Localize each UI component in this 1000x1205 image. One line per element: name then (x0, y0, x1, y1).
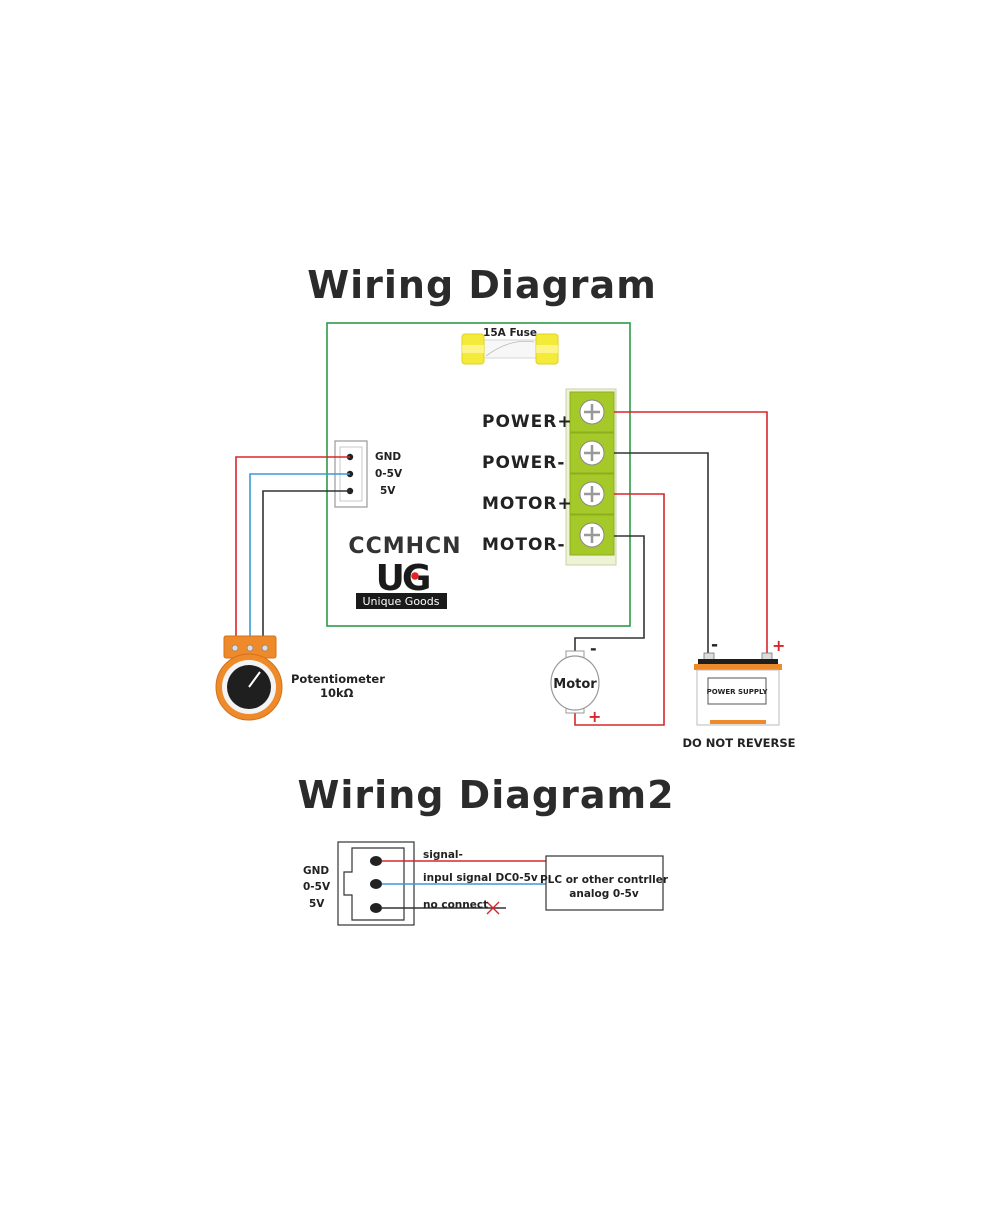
wire-power-minus (614, 452, 709, 660)
pin2-0-5v: 0-5V (303, 881, 331, 893)
connector-pin-gnd: GND (375, 451, 401, 463)
pin2-gnd: GND (303, 865, 329, 877)
logo-mark: UG (376, 558, 429, 599)
motor-plus-sign: + (588, 707, 601, 726)
fuse: 15A Fuse (461, 327, 559, 365)
screw-icon (579, 399, 605, 425)
wire2-label-input-signal: inpul signal DC0-5v (423, 872, 538, 884)
wire2-label-no-connect: no connect (423, 899, 488, 911)
wire2-label-signal-minus: signal- (423, 849, 463, 861)
potentiometer (215, 635, 283, 721)
wire-red-gnd (235, 456, 350, 636)
plc-label-line1: PLC or other contrller (540, 874, 669, 886)
no-connect-x-icon (486, 901, 500, 915)
ug-logo: UG Unique Goods (356, 558, 447, 609)
battery-minus-sign: - (711, 635, 718, 655)
motor (550, 650, 600, 714)
brand-name: CCMHCN (348, 534, 461, 559)
terminal-label-power-plus: POWER+ (482, 412, 573, 432)
fuse-label: 15A Fuse (483, 327, 537, 339)
wire-blue-signal (249, 473, 350, 636)
terminal-label-motor-minus: MOTOR- (482, 535, 566, 555)
diagram2-title: Wiring Diagram2 (297, 773, 674, 817)
motor-minus-sign: - (590, 639, 597, 658)
wire-motor-plus (574, 493, 665, 726)
screw-icon (579, 481, 605, 507)
wire-power-plus (614, 411, 768, 660)
connector-pin-5v: 5V (380, 485, 396, 497)
fuse-glass (481, 339, 539, 359)
potentiometer-label: Potentiometer (291, 672, 385, 686)
connector-pin-0-5v: 0-5V (375, 468, 403, 480)
potentiometer-value: 10kΩ (320, 686, 354, 700)
screw-icon (579, 522, 605, 548)
plc-controller-box (545, 855, 664, 911)
wire-black-5v (262, 490, 350, 636)
signal-connector (334, 440, 368, 508)
terminal-block (565, 388, 617, 566)
connector2 (337, 841, 415, 926)
logo-dot-icon (411, 572, 419, 580)
pin2-5v: 5V (309, 898, 325, 910)
logo-tagline: Unique Goods (363, 595, 440, 608)
do-not-reverse-warning: DO NOT REVERSE (682, 736, 795, 750)
power-supply-battery (694, 652, 782, 726)
terminal-label-power-minus: POWER- (482, 453, 565, 473)
battery-plus-sign: + (772, 636, 785, 655)
diagram1-title: Wiring Diagram (307, 263, 657, 307)
terminal-label-motor-plus: MOTOR+ (482, 494, 573, 514)
screw-icon (579, 440, 605, 466)
plc-label-line2: analog 0-5v (569, 888, 639, 900)
wire-motor-minus (574, 535, 645, 658)
motor-label: Motor (553, 677, 597, 692)
battery-label: POWER SUPPLY (707, 688, 769, 696)
